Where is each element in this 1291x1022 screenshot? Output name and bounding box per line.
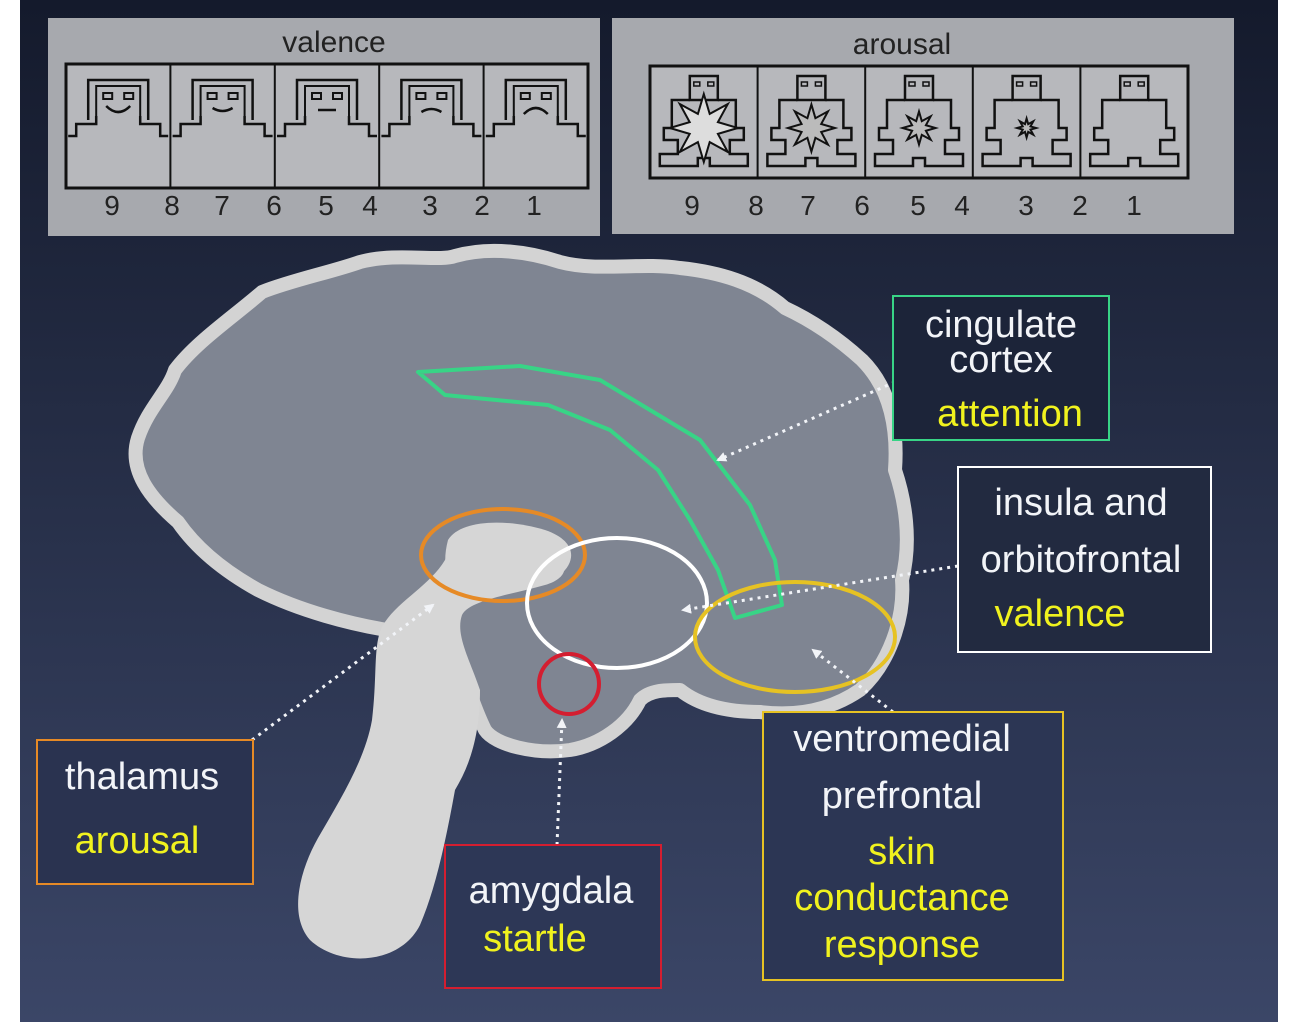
calm-figure-icon	[1079, 66, 1180, 178]
burst-tiny-figure-icon	[971, 66, 1072, 178]
ventromedial-label-frame	[762, 711, 1064, 981]
ventromedial-name-line1: ventromedial	[793, 718, 1011, 760]
valence-number: 9	[104, 190, 120, 221]
cingulate-function: attention	[937, 393, 1083, 435]
ventromedial-function-line1: skin	[868, 831, 936, 873]
amygdala-region-outline	[537, 652, 601, 716]
amygdala-name: amygdala	[469, 870, 635, 912]
amygdala-label-box: amygdala startle	[444, 844, 662, 989]
valence-strip	[64, 62, 590, 190]
arousal-number: 6	[854, 190, 870, 221]
thalamus-label-frame	[36, 739, 254, 885]
valence-number: 4	[362, 190, 378, 221]
cingulate-label-frame	[892, 295, 1110, 441]
thalamus-region-outline	[419, 507, 587, 603]
brainstem	[298, 540, 565, 959]
cingulate-region-outline	[416, 364, 784, 620]
valence-figures	[68, 64, 586, 188]
valence-title: valence	[282, 26, 385, 59]
burst-small-figure-icon	[864, 66, 965, 178]
arousal-number: 4	[954, 190, 970, 221]
ventromedial-region-outline	[693, 580, 897, 694]
ventromedial-arrow	[811, 648, 894, 714]
thalamus-function: arousal	[75, 820, 200, 862]
very-happy-face-icon	[68, 78, 169, 138]
ventromedial-function-line2: conductance	[794, 877, 1010, 919]
thalamus-mass	[445, 522, 572, 592]
very-sad-face-icon	[482, 64, 586, 188]
amygdala-function: startle	[483, 918, 586, 960]
valence-number: 7	[214, 190, 230, 221]
neutral-face-icon	[273, 64, 377, 188]
sad-face-icon	[378, 64, 482, 188]
arousal-title: arousal	[853, 28, 951, 61]
insula-name-line2: orbitofrontal	[981, 539, 1182, 581]
arousal-number: 3	[1018, 190, 1034, 221]
ventromedial-label-box: ventromedial prefrontal skin conductance…	[762, 711, 1064, 981]
valence-number: 3	[422, 190, 438, 221]
cingulate-name-line1: cingulate	[925, 304, 1077, 346]
valence-number: 6	[266, 190, 282, 221]
arousal-number: 5	[910, 190, 926, 221]
insula-arrow	[681, 564, 959, 614]
cingulate-arrow	[716, 380, 896, 462]
thalamus-label-box: thalamus arousal	[36, 739, 254, 885]
amygdala-arrow	[555, 718, 567, 846]
brain-sagittal-section	[128, 243, 914, 959]
arousal-number: 1	[1126, 190, 1142, 221]
cingulate-label-box: cingulate cortex attention	[892, 295, 1110, 441]
cingulate-name-line2: cortex	[949, 339, 1052, 381]
arousal-number: 8	[748, 190, 764, 221]
arousal-number: 2	[1072, 190, 1088, 221]
burst-large-figure-icon	[658, 74, 750, 168]
arousal-number: 7	[800, 190, 816, 221]
burst-medium-figure-icon	[756, 66, 857, 178]
insula-label-frame	[957, 466, 1212, 653]
connector-arrows	[251, 380, 959, 846]
valence-number: 1	[526, 190, 542, 221]
ventromedial-name-line2: prefrontal	[822, 775, 983, 817]
arousal-figures	[658, 66, 1180, 178]
valence-number: 5	[318, 190, 334, 221]
insula-region-outline	[525, 536, 709, 670]
arousal-number: 9	[684, 190, 700, 221]
insula-function: valence	[995, 593, 1126, 635]
valence-number: 2	[474, 190, 490, 221]
valence-number: 8	[164, 190, 180, 221]
happy-face-icon	[169, 64, 273, 188]
amygdala-label-frame	[444, 844, 662, 989]
ventromedial-function-line3: response	[824, 924, 980, 966]
thalamus-name: thalamus	[65, 756, 219, 798]
insula-label-box: insula and orbitofrontal valence	[957, 466, 1212, 653]
insula-name-line1: insula and	[994, 482, 1167, 524]
thalamus-arrow	[251, 603, 435, 742]
